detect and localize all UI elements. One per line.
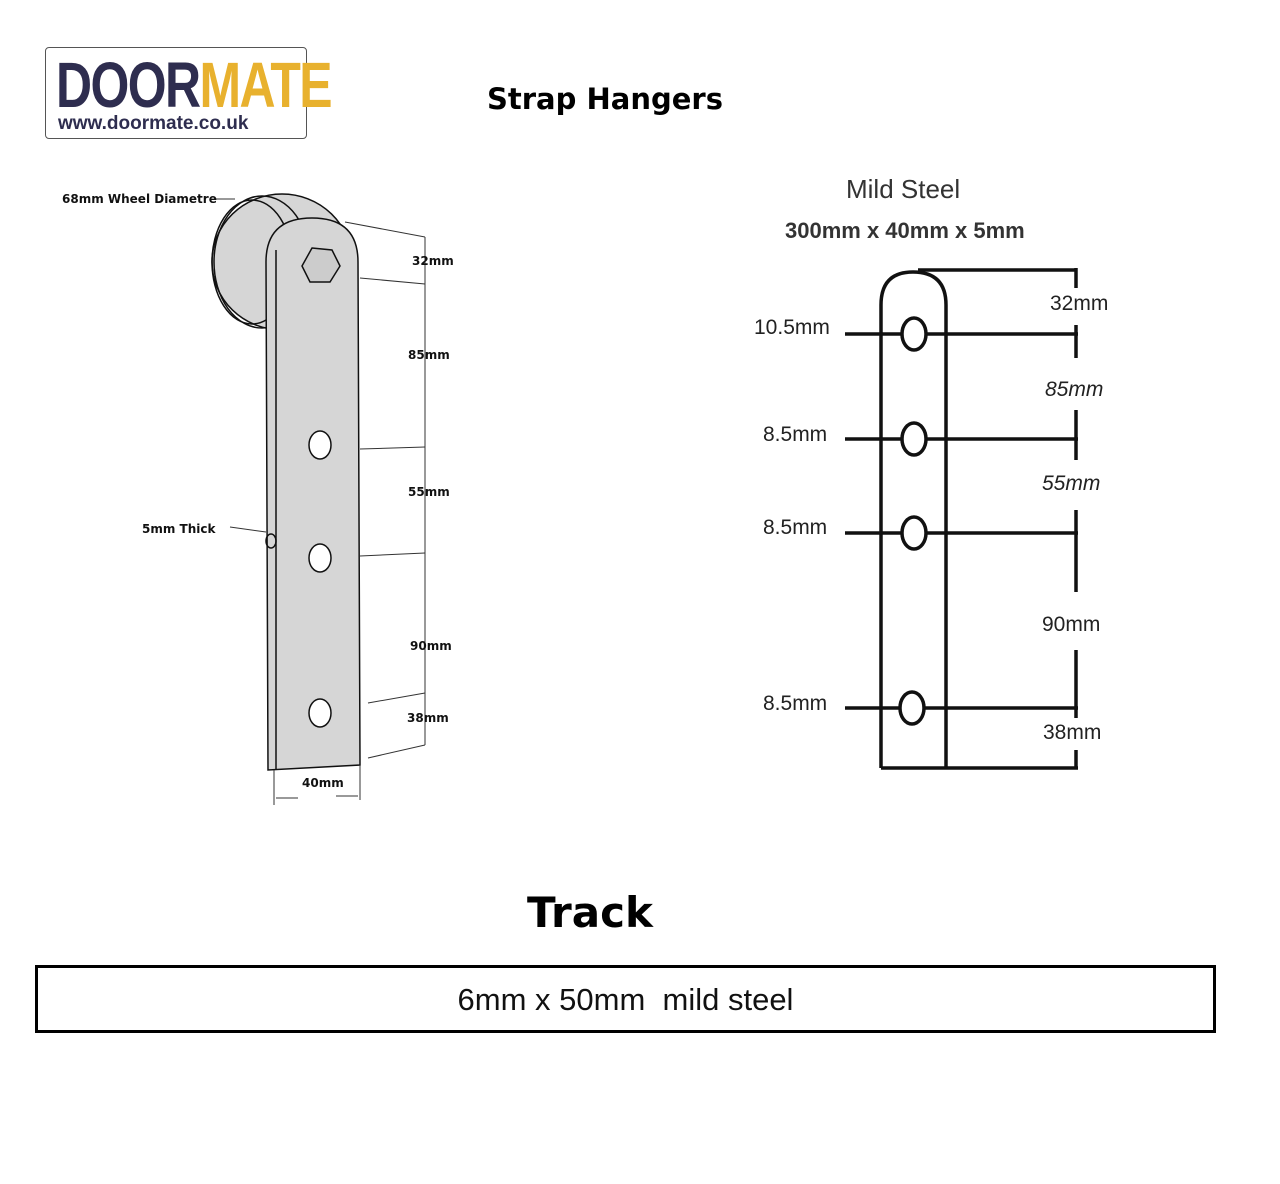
hole — [308, 430, 332, 460]
hole-label: 10.5mm — [754, 316, 830, 339]
dimension-lines — [215, 198, 426, 805]
size-label: 300mm x 40mm x 5mm — [785, 218, 1025, 243]
hole-label: 8.5mm — [763, 516, 828, 539]
dim-label: 85mm — [1045, 378, 1104, 401]
logo-word-door: DOOR — [56, 49, 201, 121]
hole-label: 8.5mm — [763, 692, 828, 715]
track-spec-box: 6mm x 50mm mild steel — [35, 965, 1216, 1033]
bolt-hexagon — [301, 247, 341, 283]
track-heading: Track — [527, 888, 653, 937]
strap — [265, 217, 361, 771]
material-label: Mild Steel — [846, 174, 961, 204]
dim-label: 38mm — [407, 711, 449, 725]
wheel-diameter-label: 68mm Wheel Diametre — [62, 192, 217, 206]
dim-label: 55mm — [1042, 472, 1101, 495]
page-title: Strap Hangers — [487, 82, 723, 116]
hole-label: 8.5mm — [763, 423, 828, 446]
dim-label: 55mm — [408, 485, 450, 499]
strap-hanger-drawing — [211, 193, 1078, 805]
hole — [308, 698, 332, 728]
dim-label: 32mm — [412, 254, 454, 268]
dim-label: 90mm — [410, 639, 452, 653]
track-spec: 6mm x 50mm mild steel — [457, 982, 794, 1017]
thickness-label: 5mm Thick — [142, 522, 216, 536]
dim-label: 85mm — [408, 348, 450, 362]
doormate-logo: DOORMATE www.doormate.co.uk — [45, 47, 333, 139]
logo-word-mate: MATE — [199, 49, 333, 121]
dim-label: 90mm — [1042, 613, 1101, 636]
flat-strap-diagram — [845, 268, 1078, 770]
hole — [308, 543, 332, 573]
dim-label: 32mm — [1050, 292, 1109, 315]
width-label: 40mm — [302, 776, 344, 790]
dim-label: 38mm — [1043, 721, 1102, 744]
logo-url: www.doormate.co.uk — [58, 113, 249, 134]
